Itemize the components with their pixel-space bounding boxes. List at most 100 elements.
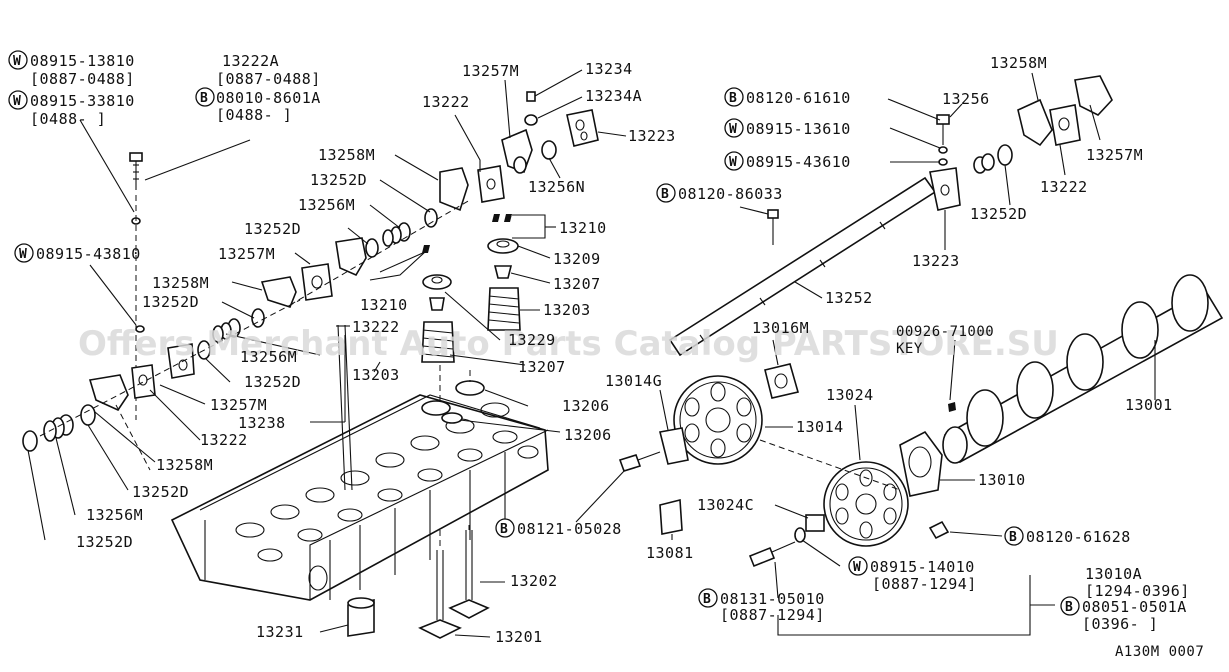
label-13222-r: 13222 (1040, 178, 1088, 196)
pushrod-tube (337, 324, 353, 491)
label-13210-b: 13210 (360, 296, 408, 314)
label-13252D-f: 13252D (76, 533, 133, 551)
circled-b: B (703, 592, 711, 607)
callout-08051-0501A: B 08051-0501A [0396- ] (1060, 596, 1187, 633)
callout-08915-33810: W 08915-33810 [0488- ] (8, 90, 134, 128)
cylinder-head (170, 394, 549, 601)
label-13257M-b: 13257M (218, 245, 275, 263)
label-13014G: 13014G (605, 372, 662, 390)
range-08915-33810: [0488- ] (30, 110, 106, 128)
range-08915-14010: [0887-1294] (872, 575, 977, 593)
label-08915-13610: 08915-13610 (746, 120, 851, 138)
label-13256-r: 13256 (942, 90, 990, 108)
label-13229: 13229 (508, 331, 556, 349)
label-13206-b: 13206 (564, 426, 612, 444)
range-08915-13810: [0887-0488] (30, 70, 135, 88)
label-13258M-b: 13258M (152, 274, 209, 292)
callout-08010-8601A: B 08010-8601A [0488- ] (195, 87, 321, 124)
callout-08915-13610: W 08915-13610 (724, 118, 851, 138)
range-08010-8601A: [0488- ] (216, 106, 292, 124)
label-13252D-e: 13252D (132, 483, 189, 501)
range-13010A: [1294-0396] (1085, 582, 1190, 600)
camshaft (942, 274, 1224, 464)
small-parts (618, 451, 950, 568)
callout-08915-13810: W 08915-13810 [0887-0488] (8, 50, 135, 88)
circled-w: W (729, 155, 737, 170)
valve-spring-stack (421, 214, 521, 424)
label-13081: 13081 (646, 544, 694, 562)
label-08131-05010: 08131-05010 (720, 590, 825, 608)
circled-b: B (1009, 530, 1017, 545)
figure-code: A130M 0007 (1115, 644, 1204, 660)
label-13256M-c: 13256M (86, 506, 143, 524)
range-13222A: [0887-0488] (216, 70, 321, 88)
circled-w: W (853, 560, 861, 575)
label-13256M-b: 13256M (240, 348, 297, 366)
label-13010: 13010 (978, 471, 1026, 489)
label-13210-a: 13210 (559, 219, 607, 237)
label-08120-86033: 08120-86033 (678, 185, 783, 203)
label-key: KEY (896, 341, 923, 357)
circled-w: W (19, 247, 27, 262)
label-13024C: 13024C (697, 496, 754, 514)
label-13257M-c: 13257M (210, 396, 267, 414)
range-08131-05010: [0887-1294] (720, 606, 825, 624)
label-08121-05028: 08121-05028 (517, 520, 622, 538)
label-13202: 13202 (510, 572, 558, 590)
callout-08915-43810: W 08915-43810 (14, 243, 141, 263)
callout-08120-61628: B 08120-61628 (1004, 526, 1131, 546)
callout-08120-86033: B 08120-86033 (656, 183, 783, 203)
label-13256M-a: 13256M (298, 196, 355, 214)
callout-08915-14010: W 08915-14010 [0887-1294] (848, 556, 977, 593)
valves (418, 525, 490, 639)
callout-08121-05028: B 08121-05028 (495, 518, 622, 538)
label-13252D-b: 13252D (244, 220, 301, 238)
callout-08120-61610: B 08120-61610 (724, 87, 850, 107)
label-13258M-r: 13258M (990, 54, 1047, 72)
label-08915-43610: 08915-43610 (746, 153, 851, 171)
circled-w: W (13, 54, 21, 69)
valve-guide (347, 597, 375, 637)
label-13238: 13238 (238, 414, 286, 432)
circled-b: B (1065, 600, 1073, 615)
callout-08915-43610: W 08915-43610 (724, 151, 851, 171)
label-13258M-c: 13258M (156, 456, 213, 474)
label-13258M-a: 13258M (318, 146, 375, 164)
cam-sprocket (823, 461, 909, 547)
label-13223-r: 13223 (912, 252, 960, 270)
circled-b: B (200, 91, 208, 106)
label-13207-b: 13207 (518, 358, 566, 376)
right-rocker-stack (767, 75, 1113, 245)
watermark: Offers Merchant Auto Parts Catalog PARTS… (78, 324, 1059, 364)
label-13257M-r: 13257M (1086, 146, 1143, 164)
label-13209: 13209 (553, 250, 601, 268)
label-08010-8601A: 08010-8601A (216, 89, 321, 107)
label-13203-a: 13203 (543, 301, 591, 319)
label-13234: 13234 (585, 60, 633, 78)
thrust-plate (899, 430, 943, 497)
label-13016M: 13016M (752, 319, 809, 337)
label-08915-43810: 08915-43810 (36, 245, 141, 263)
range-08051-0501A: [0396- ] (1082, 615, 1158, 633)
leader-lines (27, 69, 1156, 638)
label-13222A: 13222A (222, 52, 279, 70)
label-13206-a: 13206 (562, 397, 610, 415)
label-13201: 13201 (495, 628, 543, 646)
label-13252D-a: 13252D (310, 171, 367, 189)
label-13223-a: 13223 (628, 127, 676, 145)
circled-w: W (729, 122, 737, 137)
label-00926-71000: 00926-71000 (896, 324, 994, 340)
crank-gear (659, 363, 901, 491)
label-08120-61628: 08120-61628 (1026, 528, 1131, 546)
circled-b: B (500, 522, 508, 537)
label-13014: 13014 (796, 418, 844, 436)
label-13252D-c: 13252D (142, 293, 199, 311)
label-13234A: 13234A (585, 87, 642, 105)
label-13222-b: 13222 (352, 318, 400, 336)
label-13256N: 13256N (528, 178, 585, 196)
label-08051-0501A: 08051-0501A (1082, 598, 1187, 616)
label-13257M-a: 13257M (462, 62, 519, 80)
middle-rocker-stack (289, 167, 471, 306)
